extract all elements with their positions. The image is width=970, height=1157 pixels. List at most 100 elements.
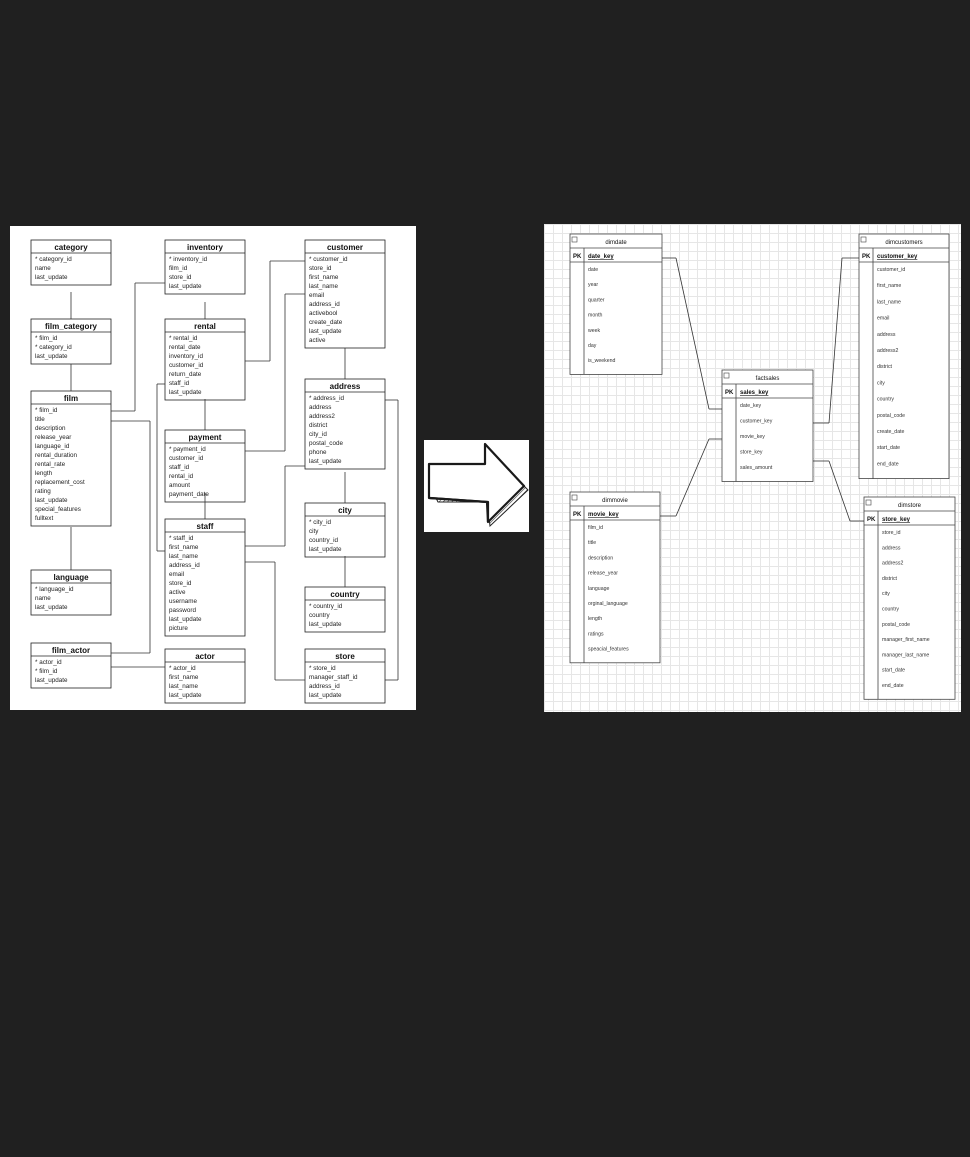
table-field: store_id: [309, 265, 332, 272]
table-field: film_id: [169, 265, 188, 272]
table-field: speacial_features: [588, 647, 629, 653]
pk-label: PK: [862, 254, 871, 260]
table-box: [304, 648, 386, 704]
table-field: rental_id: [169, 473, 194, 480]
collapse-icon: [860, 236, 867, 243]
table-field: postal_code: [882, 622, 910, 628]
table-title: city: [338, 506, 352, 515]
table-box: [304, 586, 386, 633]
right-arrow-icon: [427, 442, 529, 528]
table-field: is_weekend: [588, 358, 616, 364]
table-field: film_id: [588, 525, 603, 531]
table-field: rental_duration: [35, 452, 78, 459]
table-field: language_id: [35, 443, 70, 450]
table-field: last_name: [877, 299, 901, 305]
table-field: district: [309, 422, 327, 429]
table-field: * category_id: [35, 256, 72, 263]
table-field: * rental_id: [169, 335, 198, 342]
table-field: last_update: [35, 274, 68, 281]
table-field: release_year: [35, 434, 71, 441]
table-field: * staff_id: [169, 535, 194, 542]
table-field: payment_date: [169, 491, 209, 498]
table-field: email: [877, 316, 889, 322]
table-film: film* film_idtitledescriptionrelease_yea…: [30, 390, 112, 527]
table-field: month: [588, 313, 603, 319]
table-field: country_id: [309, 537, 339, 544]
table-title: film_category: [45, 322, 98, 331]
table-title: staff: [197, 522, 214, 531]
table-title: film_actor: [52, 646, 90, 655]
table-field: return_date: [169, 371, 202, 378]
table-field: * film_id: [35, 335, 58, 342]
table-title: language: [53, 573, 89, 582]
pk-label: PK: [867, 517, 876, 523]
table-actor: actor* actor_idfirst_namelast_namelast_u…: [164, 648, 246, 704]
table-field: last_update: [309, 692, 342, 699]
table-field: sales_amount: [740, 465, 773, 471]
table-store: store* store_idmanager_staff_idaddress_i…: [304, 648, 386, 704]
table-box: [863, 496, 956, 700]
table-field: postal_code: [877, 413, 905, 419]
table-field: quarter: [588, 297, 605, 303]
table-field: last_update: [309, 621, 342, 628]
relationship-line: [675, 438, 710, 517]
table-field: store_id: [169, 274, 192, 281]
table-field: staff_id: [169, 380, 190, 387]
table-field: city_id: [309, 431, 327, 438]
table-field: ratings: [588, 631, 604, 637]
table-field: first_name: [877, 283, 901, 289]
table-title: address: [330, 382, 361, 391]
table-field: staff_id: [169, 464, 190, 471]
relationship-line: [828, 257, 843, 424]
collapse-icon: [571, 494, 578, 501]
table-field: address: [882, 545, 901, 551]
table-title: dimmovie: [602, 498, 628, 504]
table-field: language: [588, 586, 609, 592]
table-title: dimcustomers: [885, 240, 922, 246]
table-field: address_id: [309, 683, 340, 690]
table-title: country: [330, 590, 360, 599]
table-field: last_name: [169, 683, 199, 690]
table-film-category: film_category* film_id* category_idlast_…: [30, 318, 112, 365]
pk-field: movie_key: [588, 512, 619, 518]
table-field: last_update: [309, 458, 342, 465]
table-field: last_update: [169, 389, 202, 396]
table-field: last_update: [35, 604, 68, 611]
table-field: phone: [309, 449, 327, 456]
table-box: [858, 233, 950, 480]
table-field: date_key: [740, 403, 761, 409]
table-rental: rental* rental_idrental_dateinventory_id…: [164, 318, 246, 401]
table-field: create_date: [877, 429, 905, 435]
table-box: [164, 518, 246, 637]
table-field: activebool: [309, 310, 337, 317]
relationship-line: [828, 460, 851, 522]
table-field: manager_first_name: [882, 637, 930, 643]
table-title: film: [64, 394, 78, 403]
table-field: last_update: [169, 616, 202, 623]
table-box: [30, 569, 112, 616]
table-field: amount: [169, 482, 190, 489]
table-staff: staff* staff_idfirst_namelast_nameaddres…: [164, 518, 246, 637]
table-field: last_update: [309, 328, 342, 335]
table-field: address2: [309, 413, 335, 420]
table-field: * film_id: [35, 668, 58, 675]
table-field: store_id: [882, 530, 901, 536]
table-field: special_features: [35, 506, 81, 513]
table-field: country: [882, 607, 899, 613]
table-field: orginal_language: [588, 601, 628, 607]
table-field: address: [309, 404, 331, 411]
table-field: week: [588, 328, 601, 334]
table-field: address2: [877, 348, 898, 354]
table-field: * country_id: [309, 603, 343, 610]
table-field: description: [588, 555, 613, 561]
table-title: rental: [194, 322, 216, 331]
table-box: [30, 390, 112, 527]
table-field: * store_id: [309, 665, 336, 672]
